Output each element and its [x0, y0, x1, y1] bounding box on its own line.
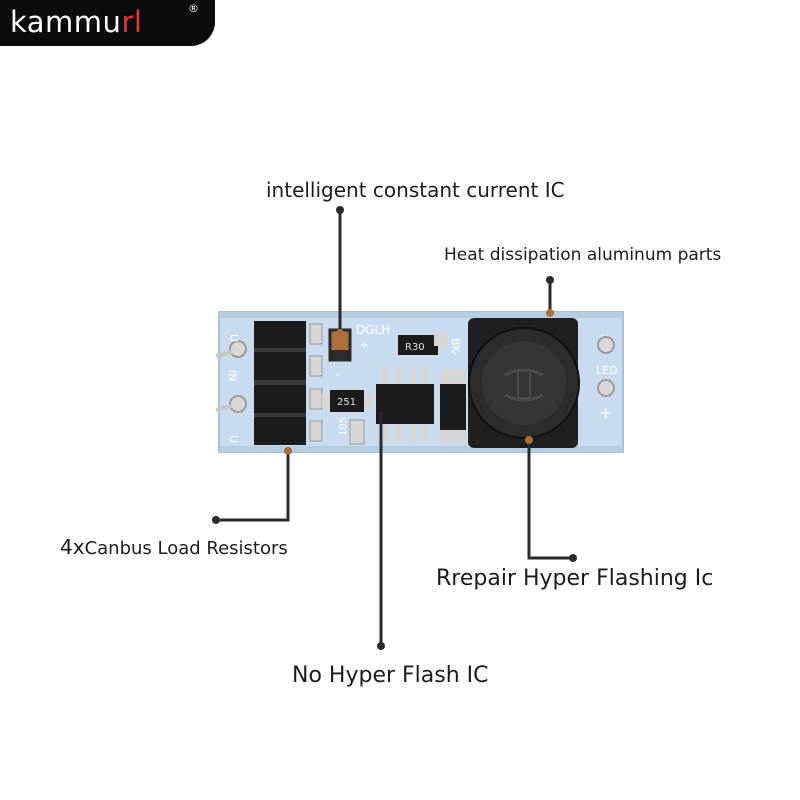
model-marking: DGLH	[356, 323, 390, 337]
led-minus-label: -	[596, 334, 609, 338]
capacitor-code: 105	[338, 417, 349, 436]
leader-repair-ic	[527, 440, 573, 560]
input-pads	[215, 340, 247, 413]
leader-lines	[216, 210, 573, 646]
no-hyper-flash-ic	[376, 366, 434, 442]
leader-end-dots	[284, 309, 554, 455]
brand-logo-text: kammurl	[10, 4, 142, 40]
load-resistor	[254, 352, 306, 380]
label-constant-current-ic: intelligent constant current IC	[266, 178, 565, 202]
led-output-pads	[597, 336, 615, 397]
pad-label-u-bottom: U	[227, 435, 240, 443]
cap-plus-marking: +	[360, 340, 368, 351]
pad-label-u-top: U	[227, 334, 240, 342]
brand-logo: kammurl ®	[0, 0, 215, 46]
sense-resistor	[398, 335, 438, 355]
brand-name-accent: rl	[121, 5, 143, 39]
label-heat-dissipation: Heat dissipation aluminum parts	[444, 245, 722, 265]
load-resistor	[254, 385, 306, 413]
registered-mark: ®	[188, 2, 199, 15]
leader-dots	[212, 206, 577, 650]
load-resistor	[254, 321, 306, 349]
load-resistors	[254, 321, 306, 445]
pcb-top-edge	[219, 312, 623, 318]
leader-load-resistors	[216, 451, 290, 522]
label-repair-hyper-flashing-ic: Rrepair Hyper Flashing Ic	[436, 566, 714, 591]
load-resistor	[254, 417, 306, 445]
label-load-resistors: 4xCanbus Load Resistors	[60, 535, 288, 559]
inductor	[468, 318, 580, 448]
bk-minus-label: BK-	[449, 338, 462, 356]
brand-name-main: kammu	[10, 5, 122, 39]
led-label: LED	[596, 364, 618, 377]
label-no-hyper-flash-ic: No Hyper Flash IC	[292, 663, 489, 688]
led-plus-label: +	[599, 403, 612, 422]
label-load-resistors-text: Canbus Load Resistors	[84, 538, 288, 559]
in-label: IN	[226, 370, 239, 381]
diode	[440, 384, 466, 430]
pcb-bottom-edge	[219, 446, 623, 452]
label-load-resistors-prefix: 4x	[60, 535, 85, 559]
chip-minus-label: -	[336, 370, 340, 381]
resistor-251	[330, 390, 364, 412]
resistor-251-code: 251	[337, 397, 356, 408]
sense-resistor-code: R30	[405, 342, 425, 353]
